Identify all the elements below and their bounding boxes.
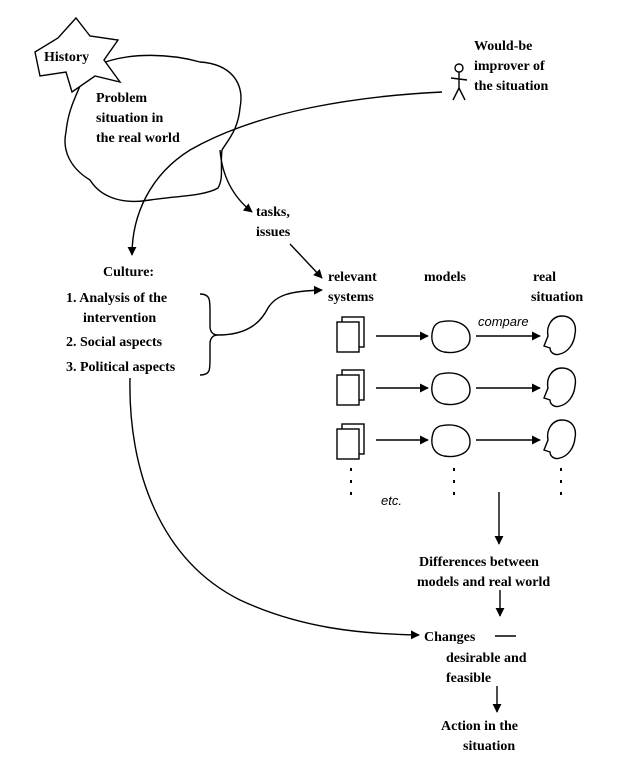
cloud-to-tasks-arrow [219,149,253,213]
system-page-icon [336,374,360,406]
model-blob-icon [431,372,471,406]
etc-label: etc. [381,493,402,508]
action-line-2: situation [463,739,515,754]
culture-brace [199,293,219,376]
models-header: models [424,270,467,285]
differences-line-1: Differences between [419,555,539,570]
system-row-2 [336,367,577,408]
changes-line-2: desirable and [446,651,527,666]
history-burst [34,16,122,94]
problem-situation-line-3: the real world [96,131,180,146]
tasks-line-2: issues [256,225,291,240]
model-blob-icon [431,424,471,458]
real-situation-header-line-1: real [533,270,556,285]
culture-item-3: 3. Political aspects [66,360,176,375]
improver-figure-icon [450,63,468,101]
real-situation-header-line-2: situation [531,290,583,305]
real-situation-head-icon [543,315,577,356]
tasks-to-systems-arrow [289,243,323,279]
real-situation-head-icon [543,419,577,460]
improver-line-2: improver of [474,59,545,74]
culture-to-systems-arrow [217,285,323,336]
action-line-1: Action in the [441,719,518,734]
model-blob-icon [431,320,471,354]
culture-item-1-line-1: 1. Analysis of the [66,291,167,306]
problem-situation-cloud [64,54,242,203]
problem-situation-line-1: Problem [96,91,147,106]
culture-item-1-line-2: intervention [83,311,156,326]
continuation-dots [350,468,562,495]
culture-heading: Culture: [103,265,154,280]
culture-item-2: 2. Social aspects [66,335,163,350]
tasks-line-1: tasks, [256,205,290,220]
relevant-systems-header-line-1: relevant [328,270,377,285]
system-row-1 [336,315,577,356]
differences-line-2: models and real world [417,575,550,590]
changes-line-1: Changes [424,630,476,645]
system-page-icon [336,321,360,353]
relevant-systems-header-line-2: systems [328,290,374,305]
real-situation-head-icon [543,367,577,408]
improver-line-3: the situation [474,79,549,94]
problem-situation-line-2: situation in [96,111,164,126]
compare-label: compare [478,314,529,329]
history-label: History [44,50,89,65]
system-page-icon [336,428,360,460]
system-row-3 [336,419,577,460]
improver-to-culture-arrow [127,91,443,256]
culture-to-changes-arrow [129,377,420,640]
improver-line-1: Would-be [474,39,532,54]
changes-line-3: feasible [446,671,491,686]
